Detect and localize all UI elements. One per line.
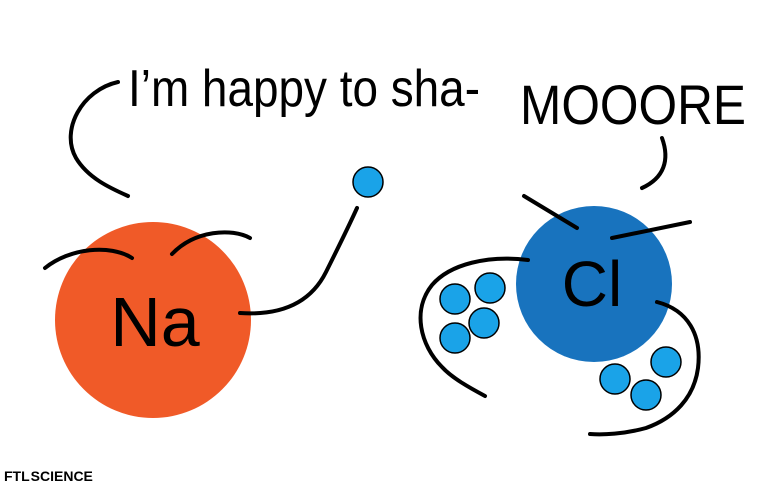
chlorine-atom — [516, 206, 672, 362]
chlorine-speech-text: MOOORE — [520, 73, 746, 136]
chlorine-left-eyebrow — [522, 194, 579, 230]
chlorine-speech-tail — [640, 136, 668, 190]
sodium-valence-electron — [352, 166, 384, 198]
sodium-atom — [55, 222, 251, 418]
chlorine-electron — [468, 307, 500, 339]
watermark-logo: FTLSCIENCE — [4, 468, 93, 484]
chlorine-right-arm — [588, 300, 701, 437]
chlorine-left-arm — [418, 256, 530, 398]
sodium-arm — [238, 206, 359, 316]
watermark-science: SCIENCE — [31, 468, 93, 484]
sodium-left-eyebrow — [43, 247, 134, 270]
chlorine-electron — [630, 379, 662, 411]
sodium-speech-text: I’m happy to sha- — [128, 60, 480, 118]
chlorine-electron — [474, 272, 506, 304]
chlorine-electron — [599, 363, 631, 395]
chlorine-symbol: Cl — [562, 248, 622, 320]
chlorine-electron — [650, 346, 682, 378]
sodium-speech-tail — [68, 80, 130, 198]
sodium-symbol: Na — [110, 283, 200, 361]
chlorine-right-eyebrow — [610, 220, 692, 240]
svg-text:FTLSCIENCE: FTLSCIENCE — [4, 468, 93, 484]
sodium-right-eyebrow — [170, 230, 252, 256]
chlorine-electron — [439, 322, 471, 354]
watermark-ftl: FTL — [4, 468, 30, 484]
chlorine-electron — [439, 283, 471, 315]
